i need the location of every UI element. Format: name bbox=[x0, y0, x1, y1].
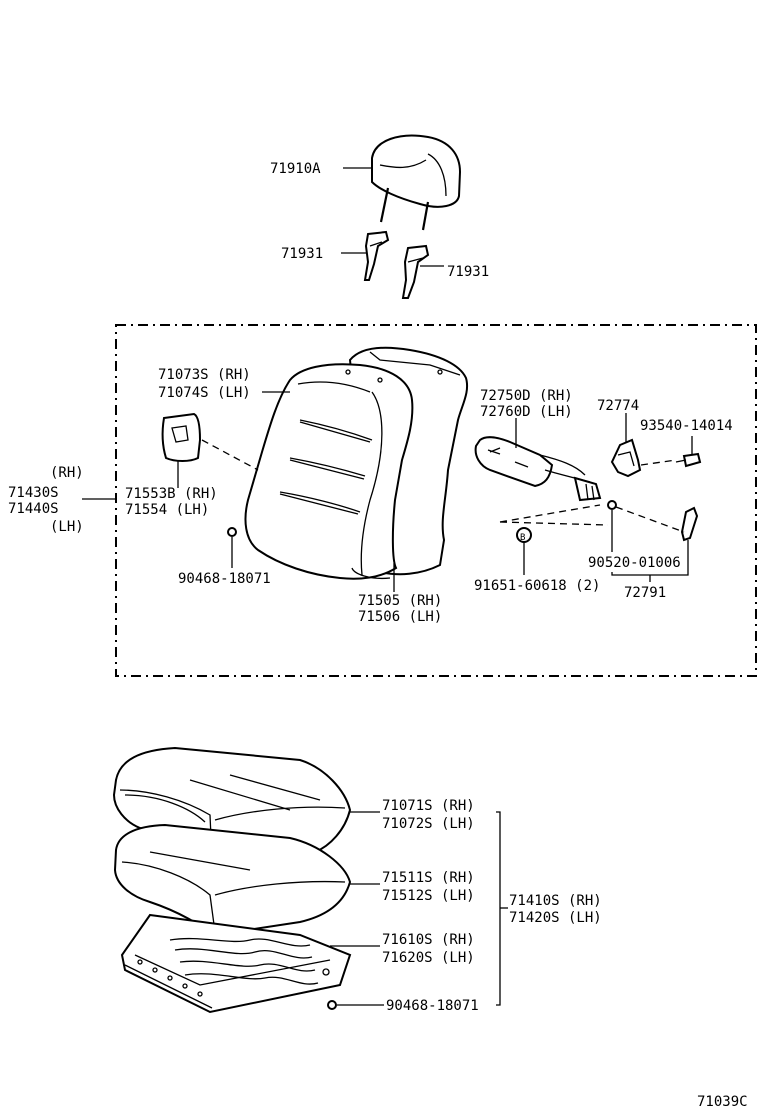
seatback-assembly-frame bbox=[115, 324, 757, 677]
knob-drawing bbox=[680, 506, 699, 542]
back-pad-rh-label: 71505 (RH) bbox=[358, 593, 442, 609]
cover-trim-dashed-line bbox=[201, 439, 259, 471]
cushion-assy-lh-label: 71420S (LH) bbox=[509, 910, 602, 926]
screw-label: 93540-14014 bbox=[640, 418, 733, 434]
cushion-pad-lh-label: 71512S (LH) bbox=[382, 888, 475, 904]
clip-cushion-label: 90468-18071 bbox=[386, 998, 479, 1014]
cover-trim-drawing bbox=[161, 412, 202, 462]
screw-drawing bbox=[675, 452, 702, 468]
back-cover-lh-label: 71074S (LH) bbox=[158, 385, 251, 401]
cushion-assy-rh-label: 71410S (RH) bbox=[509, 893, 602, 909]
support-left-label: 71931 bbox=[281, 246, 323, 262]
knob-dashed-line bbox=[615, 506, 685, 533]
button-label: 91651-60618 (2) bbox=[474, 578, 600, 594]
back-pad-lh-label: 71506 (LH) bbox=[358, 609, 442, 625]
cushion-cover-lh-label: 71072S (LH) bbox=[382, 816, 475, 832]
back-assy-rh-label: 71430S bbox=[8, 485, 59, 501]
back-assy-lh-tag: (LH) bbox=[50, 519, 84, 535]
lever-label: 72774 bbox=[597, 398, 639, 414]
cushion-spring-lh-label: 71620S (LH) bbox=[382, 950, 475, 966]
figure-code: 71039C bbox=[697, 1094, 748, 1110]
headrest-support-right-drawing bbox=[401, 244, 430, 299]
cushion-assy-bracket bbox=[496, 811, 501, 1006]
clip-cushion-drawing bbox=[327, 1000, 337, 1010]
button-drawing: B bbox=[516, 527, 532, 543]
clip-back-label: 90468-18071 bbox=[178, 571, 271, 587]
cushion-pad-rh-label: 71511S (RH) bbox=[382, 870, 475, 886]
clip-back-drawing bbox=[227, 527, 237, 537]
seatback-drawing bbox=[244, 346, 468, 580]
headrest-label: 71910A bbox=[270, 161, 321, 177]
screw-dashed-line bbox=[640, 459, 677, 466]
cover-trim-lh-label: 71554 (LH) bbox=[125, 502, 209, 518]
cushion-spring-rh-label: 71610S (RH) bbox=[382, 932, 475, 948]
back-cover-rh-label: 71073S (RH) bbox=[158, 367, 251, 383]
cushion-spring-drawing bbox=[120, 913, 352, 1014]
ring-label: 90520-01006 bbox=[588, 555, 681, 571]
svg-text:B: B bbox=[520, 533, 525, 543]
adjuster-lh-label: 72760D (LH) bbox=[480, 404, 573, 420]
cover-trim-rh-label: 71553B (RH) bbox=[125, 486, 218, 502]
ring-drawing bbox=[607, 500, 617, 510]
support-right-label: 71931 bbox=[447, 264, 489, 280]
adjuster-rh-label: 72750D (RH) bbox=[480, 388, 573, 404]
headrest-drawing bbox=[371, 134, 462, 231]
cushion-pad-drawing bbox=[113, 823, 352, 937]
lever-drawing bbox=[610, 438, 642, 478]
headrest-support-left-drawing bbox=[363, 230, 390, 281]
cushion-cover-rh-label: 71071S (RH) bbox=[382, 798, 475, 814]
knob-label: 72791 bbox=[624, 585, 666, 601]
adjuster-drawing bbox=[474, 436, 602, 502]
button-dashed-line-b bbox=[499, 521, 609, 526]
back-assy-lh-label: 71440S bbox=[8, 501, 59, 517]
button-dashed-line-a bbox=[499, 504, 601, 523]
back-assy-rh-tag: (RH) bbox=[50, 465, 84, 481]
